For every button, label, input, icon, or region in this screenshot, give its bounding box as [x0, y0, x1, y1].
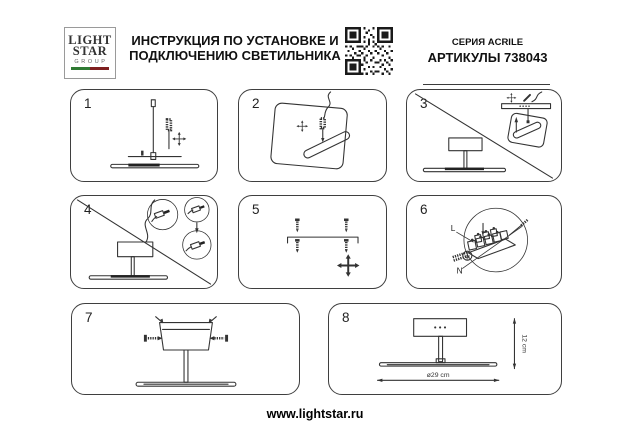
website-url: www.lightstar.ru [266, 407, 364, 421]
step-panel-6: 6 [406, 195, 562, 289]
step-number: 2 [252, 96, 260, 111]
step-5-drawing [287, 217, 361, 278]
title-line1: ИНСТРУКЦИЯ ПО УСТАНОВКЕ И [131, 33, 339, 48]
step-number: 5 [252, 202, 260, 217]
step-8-drawing: 12 cm ø29 cm [376, 318, 527, 382]
step-number: 1 [84, 96, 92, 111]
step-panel-3: 3 [406, 89, 562, 182]
diameter-dimension: ø29 cm [427, 372, 450, 379]
live-label: L [451, 223, 456, 233]
step-6-drawing: L N [451, 207, 529, 275]
step-7-drawing [135, 316, 237, 387]
step-panel-8: 8 12 cm ø29 cm [328, 303, 562, 395]
articles-label: АРТИКУЛЫ 738043 [427, 50, 548, 65]
logo-flag-bar [71, 67, 109, 70]
step-2-drawing [270, 91, 351, 170]
header-divider [423, 84, 550, 85]
step-number: 7 [85, 310, 93, 325]
step-number: 3 [420, 96, 428, 111]
step-4-drawing [76, 197, 212, 285]
step-1-drawing [110, 99, 200, 169]
series-label: СЕРИЯ ACRILE [451, 37, 524, 48]
step-number: 8 [342, 310, 350, 325]
logo-line2: STAR [72, 44, 108, 58]
qr-code-icon [345, 27, 393, 75]
step-panel-4: 4 [70, 195, 218, 289]
step-3-drawing [414, 91, 554, 179]
step-panel-5: 5 [238, 195, 387, 289]
step-panel-7: 7 [71, 303, 300, 395]
height-dimension: 12 cm [520, 334, 527, 353]
title-line2: ПОДКЛЮЧЕНИЮ СВЕТИЛЬНИКА [129, 48, 341, 63]
neutral-label: N [457, 265, 463, 275]
page-title: ИНСТРУКЦИЯ ПО УСТАНОВКЕ И ПОДКЛЮЧЕНИЮ СВ… [126, 33, 344, 63]
step-panel-2: 2 [238, 89, 387, 182]
step-panel-1: 1 [70, 89, 218, 182]
logo-line3: GROUP [74, 59, 108, 65]
logo-line1: LIGHT [68, 33, 112, 47]
step-number: 4 [84, 202, 92, 217]
lightstar-logo: LIGHT STAR GROUP [64, 27, 116, 79]
step-number: 6 [420, 202, 428, 217]
